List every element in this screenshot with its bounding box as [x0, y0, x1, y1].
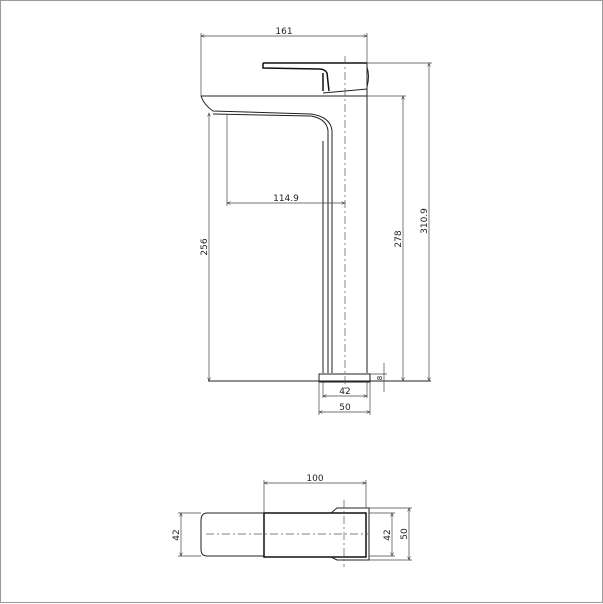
dim-body-width-outer: 50 [400, 528, 410, 540]
dim-base-thickness: 8 [376, 376, 384, 380]
top-view-outline [200, 507, 370, 561]
dim-body-length: 100 [306, 474, 323, 484]
dim-base-outer: 50 [339, 403, 351, 413]
dim-body-width-inner: 42 [383, 529, 393, 540]
dim-spout-height: 256 [200, 238, 210, 255]
base-plate [318, 373, 371, 383]
dim-spout-reach: 114.9 [273, 194, 299, 204]
dim-overall-height: 310.9 [420, 208, 430, 234]
body-top [322, 63, 369, 96]
top-view-dimensions: 100 42 42 50 [172, 474, 412, 560]
dim-overall-width: 161 [275, 27, 292, 37]
side-view-dimensions: 161 114.9 256 278 310.9 8 42 50 [200, 27, 432, 415]
spout [200, 95, 367, 373]
base-top-view [330, 507, 370, 561]
dim-base-inner: 42 [339, 387, 350, 397]
dim-body-height: 278 [394, 230, 404, 247]
lever-handle [262, 62, 367, 92]
side-view-outline [200, 62, 431, 383]
dim-spout-width: 42 [172, 529, 182, 540]
spout-top [200, 512, 264, 557]
body-top-view [263, 512, 367, 558]
